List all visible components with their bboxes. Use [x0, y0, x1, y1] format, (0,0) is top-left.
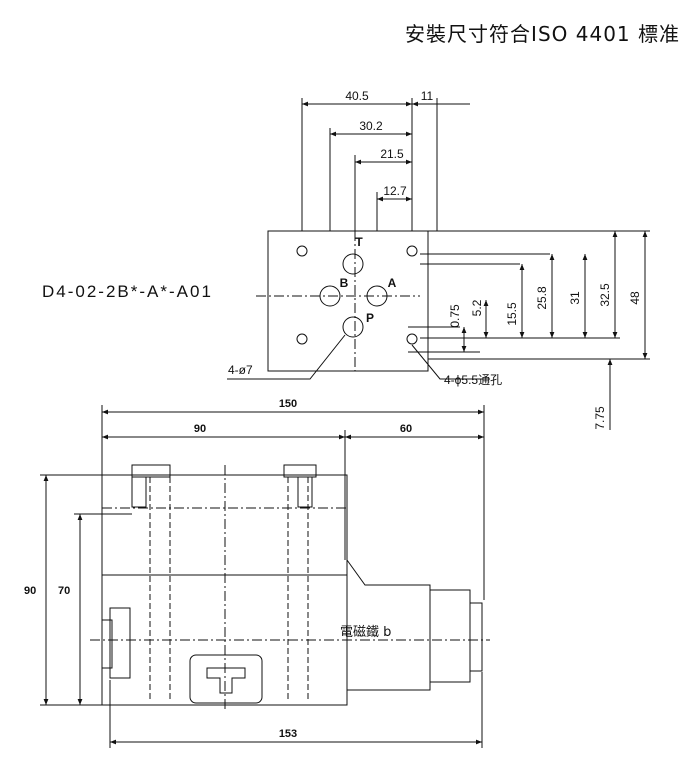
nameplate — [189, 654, 263, 704]
dim-0-75: 0.75 — [448, 304, 462, 328]
port-a — [366, 285, 388, 307]
dim-21-5: 21.5 — [380, 147, 404, 161]
port-b — [319, 285, 341, 307]
mounting-plate — [267, 230, 429, 372]
dim-150: 150 — [279, 398, 297, 410]
front-view-text: 150 90 60 153 90 70 電磁鐵 b — [24, 398, 412, 740]
port-label-b: B — [340, 276, 349, 290]
dim-31: 31 — [568, 291, 582, 305]
dim-32-5: 32.5 — [598, 283, 612, 307]
dim-25-8: 25.8 — [535, 286, 549, 310]
top-view — [227, 98, 650, 430]
page-title: 安裝尺寸符合ISO 4401 標准 — [405, 22, 680, 46]
dim-11: 11 — [421, 89, 434, 103]
front-view — [40, 405, 490, 748]
model-label: D4-02-2B*-A*-A01 — [42, 282, 213, 301]
dim-60: 60 — [400, 423, 412, 435]
dim-48: 48 — [628, 291, 642, 305]
dim-5-2: 5.2 — [470, 299, 484, 316]
port-label-t: T — [355, 235, 363, 249]
dim-7-75: 7.75 — [593, 406, 607, 430]
port-label-a: A — [388, 276, 397, 290]
dim-70: 70 — [58, 585, 70, 597]
callout-through-holes: 4-ϕ5.5通孔 — [444, 373, 502, 387]
callout-mount-holes: 4-ø7 — [228, 363, 253, 377]
port-label-p: P — [366, 311, 374, 325]
dim-30-2: 30.2 — [359, 119, 383, 133]
port-t — [342, 253, 364, 275]
dim-15-5: 15.5 — [505, 302, 519, 326]
dim-153: 153 — [279, 728, 297, 740]
solenoid-label: 電磁鐵 b — [340, 624, 391, 640]
dim-90-width: 90 — [194, 423, 206, 435]
dim-12-7: 12.7 — [383, 184, 407, 198]
dim-90-height: 90 — [24, 585, 36, 597]
dim-40-5: 40.5 — [345, 89, 369, 103]
top-view-text: 40.5 11 30.2 21.5 12.7 0.75 5.2 15.5 25.… — [228, 89, 642, 430]
port-p — [342, 316, 364, 338]
